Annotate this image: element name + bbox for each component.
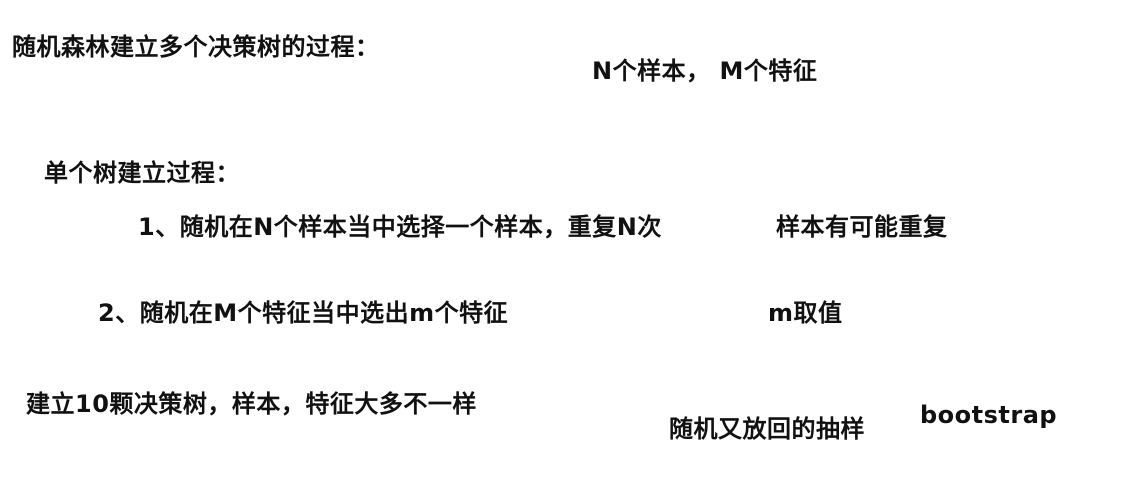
build-trees-text: 建立10颗决策树，样本，特征大多不一样 (26, 390, 477, 418)
bootstrap-label: bootstrap (920, 401, 1058, 429)
step-1-note: 样本有可能重复 (776, 213, 948, 241)
m-value-note: m取值 (768, 299, 843, 327)
slide-title: 随机森林建立多个决策树的过程： (12, 33, 380, 61)
step-2-text: 2、随机在M个特征当中选出m个特征 (98, 299, 509, 327)
sampling-note: 随机又放回的抽样 (669, 415, 865, 443)
single-tree-heading: 单个树建立过程： (44, 159, 240, 187)
step-1-text: 1、随机在N个样本当中选择一个样本，重复N次 (138, 213, 662, 241)
samples-features-note: N个样本， M个特征 (592, 57, 818, 85)
